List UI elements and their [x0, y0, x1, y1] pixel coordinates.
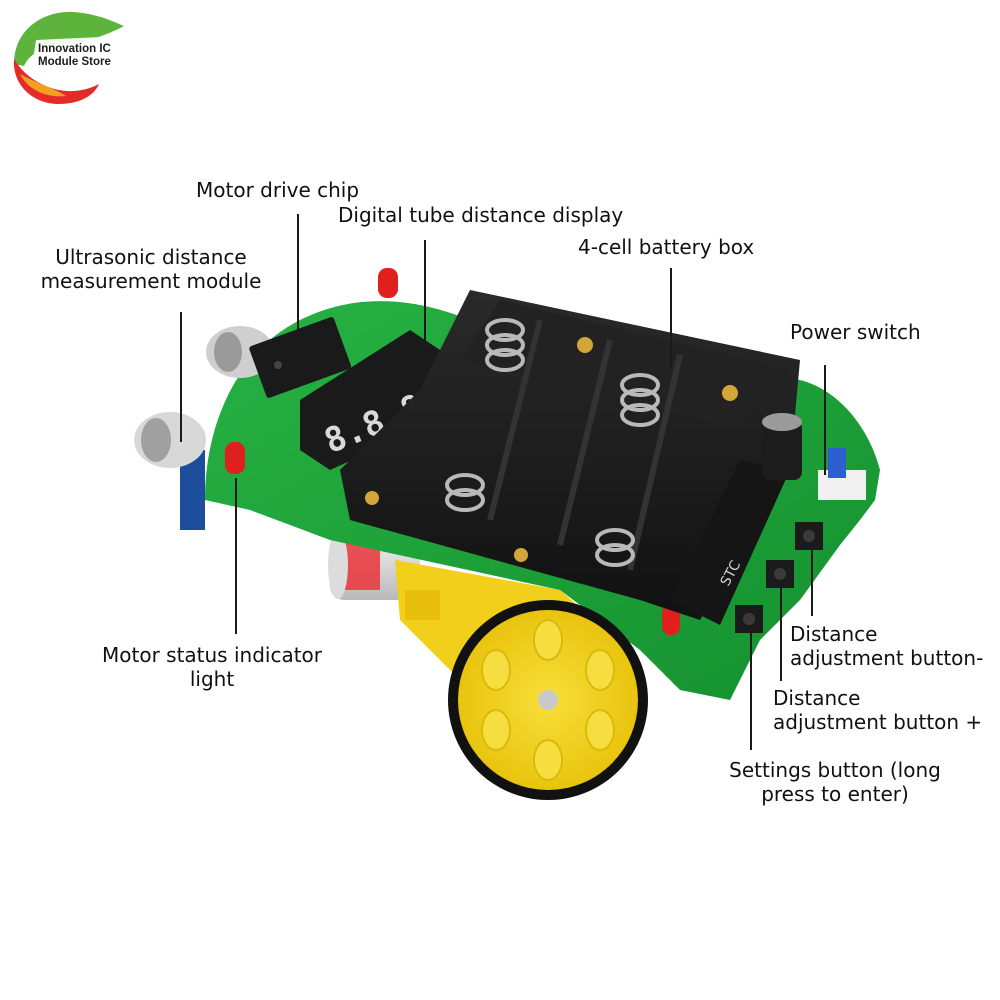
leader-ultrasonic-module: [180, 312, 182, 442]
store-logo-text: Innovation IC Module Store: [38, 43, 111, 69]
leader-distance-plus-button: [780, 587, 782, 681]
label-distance-plus-line-1: Distance: [773, 686, 861, 710]
battery-box: [340, 290, 800, 620]
leader-distance-minus-button: [811, 548, 813, 616]
wheel: [448, 600, 648, 800]
label-ultrasonic-line-1: Ultrasonic distance: [55, 245, 247, 269]
leader-motor-status-light: [235, 478, 237, 634]
motor-drive-chip: [249, 317, 352, 398]
leader-digital-tube-display: [424, 240, 426, 375]
label-battery-box: 4-cell battery box: [578, 235, 755, 259]
label-distance-minus-button: Distance adjustment button-: [790, 622, 983, 670]
label-motor-drive-chip: Motor drive chip: [196, 178, 360, 202]
store-logo-icon: [13, 11, 124, 104]
label-motor-status-line-2: light: [189, 667, 235, 691]
push-buttons: [735, 522, 823, 633]
logo-line-1: Innovation IC: [38, 43, 111, 55]
label-ultrasonic-module: Ultrasonic distance measurement module: [30, 245, 272, 293]
label-distance-minus-line-2: adjustment button-: [790, 646, 984, 670]
label-distance-minus-line-1: Distance: [790, 622, 878, 646]
leader-motor-drive-chip: [297, 214, 299, 348]
logo-line-2: Module Store: [38, 56, 111, 68]
label-distance-plus-button: Distance adjustment button +: [773, 686, 982, 734]
label-distance-plus-line-2: adjustment button +: [773, 710, 983, 734]
label-settings-button: Settings button (long press to enter): [718, 758, 952, 806]
label-settings-line-2: press to enter): [761, 782, 909, 806]
label-settings-line-1: Settings button (long: [729, 758, 941, 782]
label-digital-tube-display: Digital tube distance display: [338, 203, 624, 227]
capacitor: [762, 413, 802, 480]
leader-settings-button: [750, 632, 752, 750]
leader-power-switch: [824, 365, 826, 475]
label-motor-status-light: Motor status indicator light: [90, 643, 334, 691]
label-power-switch: Power switch: [790, 320, 921, 344]
led-lights: [225, 268, 680, 635]
label-motor-status-line-1: Motor status indicator: [102, 643, 322, 667]
leader-battery-box: [670, 268, 672, 368]
power-switch: [818, 448, 866, 500]
label-ultrasonic-line-2: measurement module: [40, 269, 262, 293]
